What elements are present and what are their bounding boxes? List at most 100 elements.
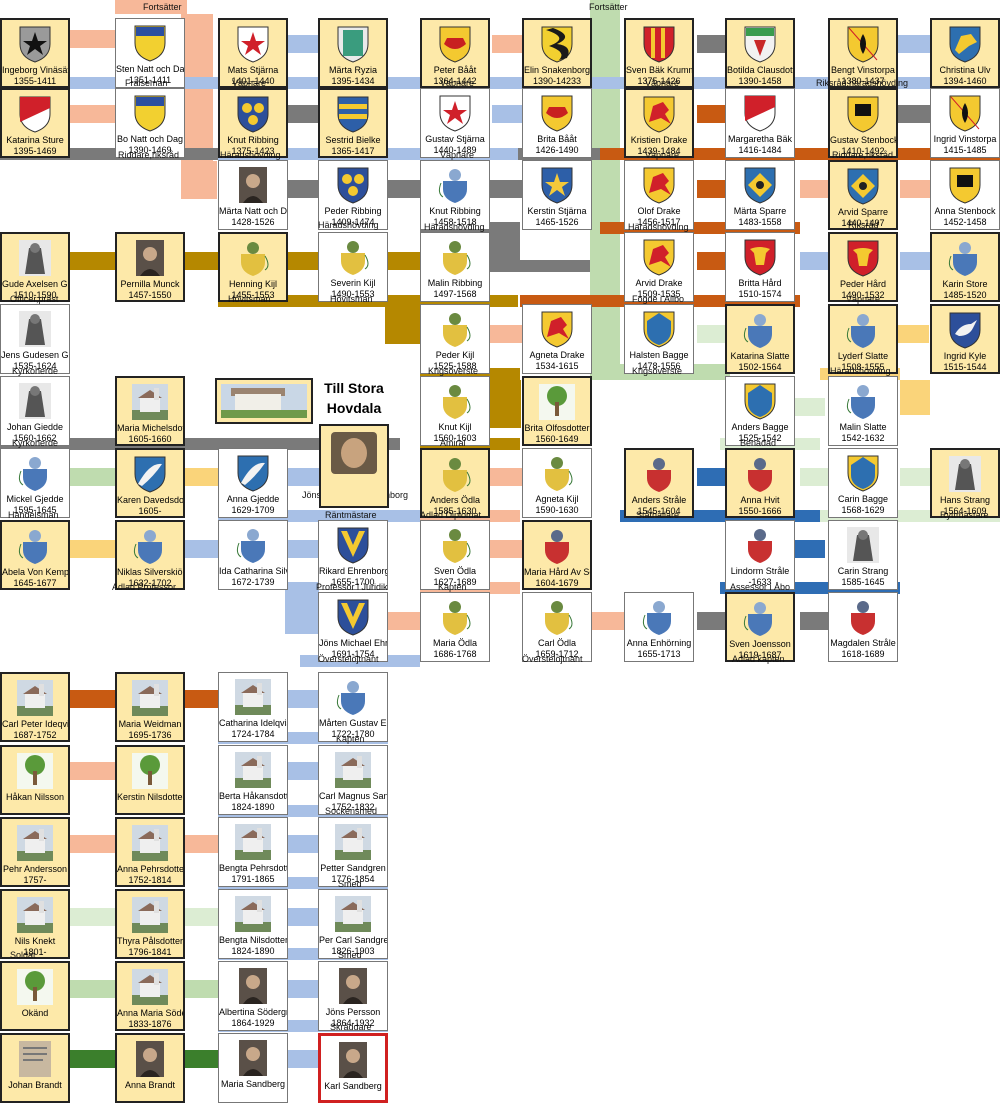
person-card[interactable]: Anna Maria Södergren1833-1876 xyxy=(115,961,185,1031)
person-card[interactable]: Jöns Michael Ehrenborg1691-1754 xyxy=(318,592,388,662)
person-card[interactable]: Kerstin Nilsdotter xyxy=(115,745,185,815)
person-card[interactable]: Jens Gudesen Giedde1535-1624 xyxy=(0,304,70,374)
person-dates: 1590-1630 xyxy=(535,505,579,515)
person-card[interactable]: Johan Brandt xyxy=(0,1033,70,1103)
person-card[interactable]: Albertina Södergren1864-1929 xyxy=(218,961,288,1031)
person-card[interactable]: Maria Sandberg xyxy=(218,1033,288,1103)
person-card[interactable]: Gude Axelsen Giedde1510-1590 xyxy=(0,232,70,302)
person-card[interactable]: Berta Håkansdotter1824-1890 xyxy=(218,745,288,815)
person-card[interactable]: Karen Davedsdotter1605- xyxy=(115,448,185,518)
person-card[interactable]: Okänd xyxy=(0,961,70,1031)
person-card[interactable]: Maria Michelsdotter1605-1660 xyxy=(115,376,185,446)
person-card[interactable]: Maria Hård Av Segerstad1604-1679 xyxy=(522,520,592,590)
person-card[interactable]: Botilda Clausdotter1390-1458 xyxy=(725,18,795,88)
person-card[interactable]: Carl Magnus Sandgren1752-1832 xyxy=(318,745,388,815)
person-card[interactable]: Anna Brandt xyxy=(115,1033,185,1103)
person-card[interactable]: Ingeborg Vinäsätten1355-1411 xyxy=(0,18,70,88)
person-card[interactable]: Ida Catharina Silverskiöld1672-1739 xyxy=(218,520,288,590)
person-name: Carin Bagge xyxy=(837,494,889,504)
person-card[interactable]: Lindorm Stråle-1633 xyxy=(725,520,795,590)
person-dates: 1410-1492 xyxy=(841,146,885,156)
person-card[interactable]: Bengta Pehrsdotter1791-1865 xyxy=(218,817,288,887)
person-card[interactable]: Håkan Nilsson xyxy=(0,745,70,815)
person-card[interactable]: Abela Von Kempten1645-1677 xyxy=(0,520,70,590)
person-card[interactable]: Karl Sandberg xyxy=(318,1033,388,1103)
person-card[interactable]: Mårten Gustav Ehrenborg1722-1780 xyxy=(318,672,388,742)
person-card[interactable]: Märta Natt och Dag1428-1526 xyxy=(218,160,288,230)
